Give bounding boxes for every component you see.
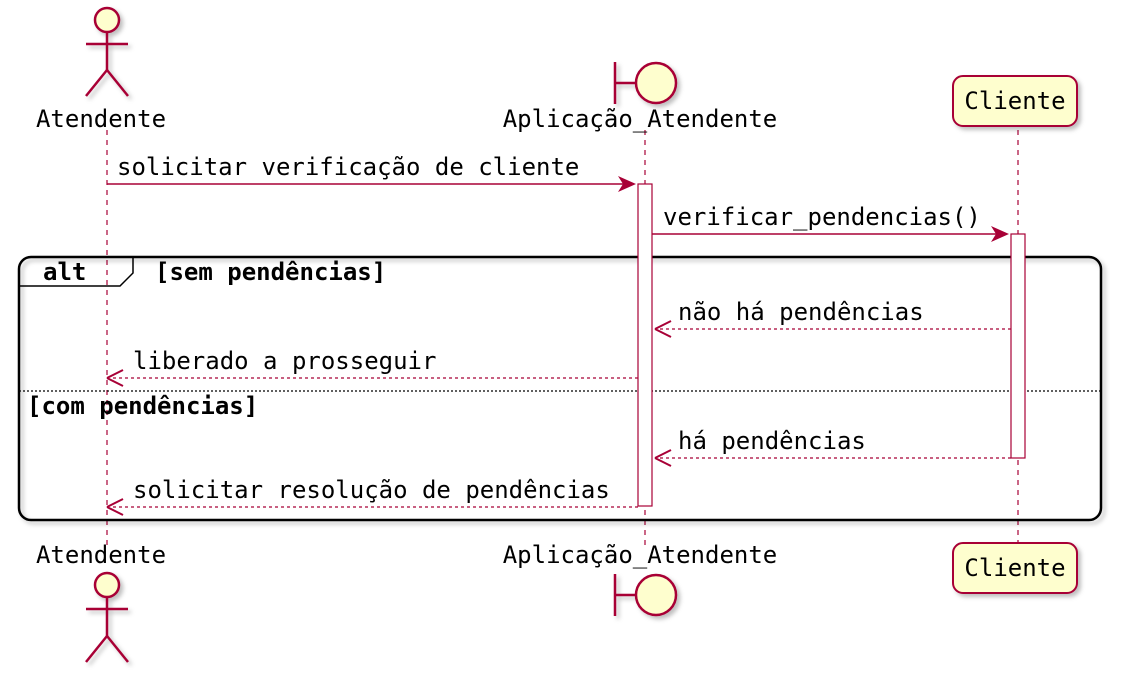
actor-icon	[85, 571, 129, 663]
participant-label: Aplicação_Atendente	[503, 541, 778, 569]
participant-cliente-bottom[interactable]: Cliente	[952, 542, 1078, 594]
participant-box	[952, 75, 1078, 127]
message-liberado-a-prosseguir: liberado a prosseguir	[106, 347, 638, 387]
message-solicitar-resolucao: solicitar resolução de pendências	[106, 476, 638, 516]
arrowhead-icon	[654, 320, 672, 338]
participant-aplicacao-bottom[interactable]: Aplicação_Atendente	[503, 541, 778, 617]
message-ha-pendencias: há pendências	[654, 427, 1011, 467]
participant-label: Atendente	[36, 105, 166, 133]
activation-cliente	[1010, 233, 1026, 459]
message-label: liberado a prosseguir	[133, 347, 436, 375]
message-label: não há pendências	[678, 298, 924, 326]
alt-guard-com-pendencias: [com pendências]	[27, 392, 258, 420]
alt-fragment: alt [sem pendências] [com pendências]	[17, 255, 1103, 522]
message-label: solicitar resolução de pendências	[133, 476, 610, 504]
participant-label: Atendente	[36, 541, 166, 569]
arrowhead-icon	[106, 369, 124, 387]
message-nao-ha-pendencias: não há pendências	[654, 298, 1011, 338]
participant-atendente-bottom[interactable]: Atendente	[36, 541, 166, 663]
message-label: verificar_pendencias()	[663, 203, 981, 231]
participant-label: Cliente	[964, 554, 1065, 582]
arrowhead-icon	[991, 226, 1009, 242]
participant-label: Cliente	[964, 87, 1065, 115]
participant-atendente-top[interactable]: Atendente	[36, 6, 166, 133]
message-verificar-pendencias: verificar_pendencias()	[652, 203, 1009, 242]
participant-aplicacao-top[interactable]: Aplicação_Atendente	[503, 61, 778, 133]
actor-icon	[85, 6, 129, 97]
boundary-icon	[613, 61, 678, 105]
message-label: há pendências	[678, 427, 866, 455]
participant-cliente-top[interactable]: Cliente	[952, 75, 1078, 127]
alt-guard-sem-pendencias: [sem pendências]	[155, 258, 386, 286]
message-label: solicitar verificação de cliente	[117, 153, 579, 181]
alt-frame	[17, 255, 1103, 522]
alt-operator-label: alt	[43, 258, 86, 286]
arrowhead-icon	[618, 176, 636, 192]
activation-aplicacao	[637, 183, 653, 507]
boundary-icon	[613, 573, 678, 617]
message-solicitar-verificacao: solicitar verificação de cliente	[107, 153, 636, 192]
participant-label: Aplicação_Atendente	[503, 105, 778, 133]
arrowhead-icon	[106, 498, 124, 516]
participant-box	[952, 542, 1078, 594]
alt-operator-tab	[19, 257, 134, 287]
arrowhead-icon	[654, 449, 672, 467]
